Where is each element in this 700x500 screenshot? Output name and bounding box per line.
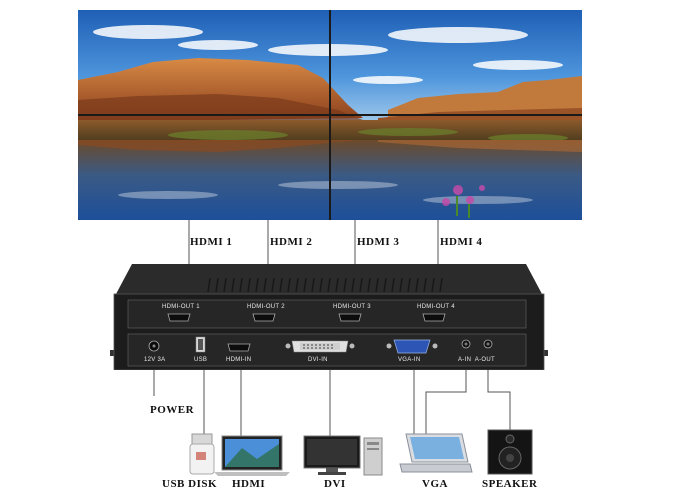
speaker-icon <box>487 429 533 475</box>
port-label-hdmi-in: HDMI-IN <box>226 357 252 363</box>
port-label-usb: USB <box>194 357 208 363</box>
cable-label-hdmi-2: HDMI 2 <box>270 236 313 248</box>
video-wall-controller: HDMI-OUT 1 HDMI-OUT 2 HDMI-OUT 3 HDMI-OU… <box>100 264 556 371</box>
label-speaker: SPEAKER <box>482 478 538 490</box>
landscape-image <box>78 10 582 220</box>
label-vga: VGA <box>422 478 448 490</box>
desktop-pc-icon <box>303 435 383 476</box>
vga-laptop-icon <box>399 433 473 473</box>
port-label-audio: A-IN A-OUT <box>458 357 495 363</box>
port-label-hdmi-out-4: HDMI-OUT 4 <box>417 304 455 310</box>
port-label-dvi-in: DVI-IN <box>308 357 328 363</box>
usb-disk-icon <box>189 433 215 475</box>
port-label-hdmi-out-1: HDMI-OUT 1 <box>162 304 200 310</box>
port-label-power: 12V 3A <box>144 357 166 363</box>
label-hdmi: HDMI <box>232 478 266 490</box>
cable-label-hdmi-3: HDMI 3 <box>357 236 400 248</box>
port-label-hdmi-out-2: HDMI-OUT 2 <box>247 304 285 310</box>
label-usb-disk: USB DISK <box>162 478 218 490</box>
port-label-vga-in: VGA-IN <box>398 357 421 363</box>
video-wall <box>78 10 582 220</box>
label-dvi: DVI <box>324 478 346 490</box>
controller-body <box>100 264 556 371</box>
cable-label-hdmi-4: HDMI 4 <box>440 236 483 248</box>
laptop-icon <box>214 435 290 476</box>
cable-label-hdmi-1: HDMI 1 <box>190 236 233 248</box>
label-power: POWER <box>150 404 195 416</box>
port-label-hdmi-out-3: HDMI-OUT 3 <box>333 304 371 310</box>
